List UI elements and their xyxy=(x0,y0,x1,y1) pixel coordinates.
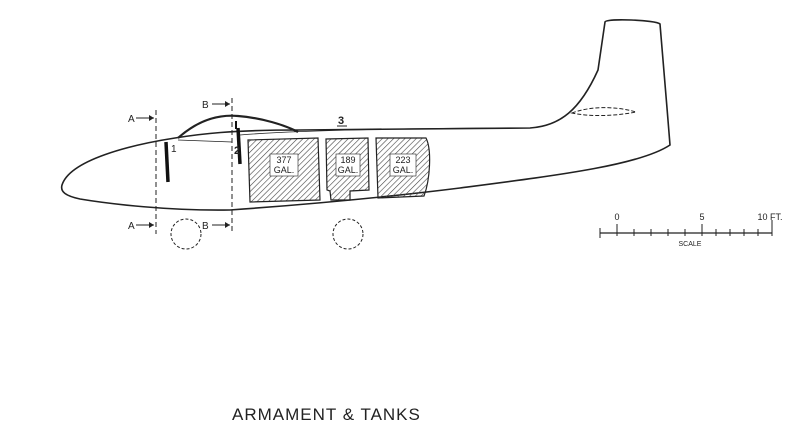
tank-1-unit: GAL. xyxy=(274,165,295,175)
section-arrowhead-b-bottom xyxy=(225,222,230,228)
diagram-caption: ARMAMENT & TANKS xyxy=(232,405,421,424)
canopy-outline xyxy=(177,114,299,139)
station-label-2: 2 xyxy=(234,145,240,157)
section-label-a-bottom: A xyxy=(128,221,135,232)
nose-wheel xyxy=(170,218,202,250)
section-label-a-top: A xyxy=(128,114,135,125)
scale-tick-label-5: 5 xyxy=(699,212,704,222)
fuselage-top-line xyxy=(239,127,531,136)
section-arrowhead-a-top xyxy=(149,115,154,121)
tank-2-unit: GAL. xyxy=(338,165,359,175)
scale-label: SCALE xyxy=(679,241,702,248)
tank-3-qty: 223 xyxy=(395,155,410,165)
section-arrowhead-b-top xyxy=(225,101,230,107)
tank-3-label-box xyxy=(389,153,417,177)
horizontal-stabilizer xyxy=(570,107,637,117)
tank-1-label-box xyxy=(269,153,299,177)
fuselage-outline xyxy=(60,19,671,211)
section-label-b-top: B xyxy=(202,100,209,111)
armor-plate-station-2 xyxy=(236,127,242,165)
tank-2-qty: 189 xyxy=(340,155,355,165)
tank-2-label-box xyxy=(335,153,361,177)
section-arrowhead-a-bottom xyxy=(149,222,154,228)
station-label-1: 1 xyxy=(171,144,177,155)
tank-1-qty: 377 xyxy=(276,155,291,165)
section-label-b-bottom: B xyxy=(202,221,209,232)
station-label-3: 3 xyxy=(338,115,344,127)
main-wheel xyxy=(332,218,364,250)
scale-tick-label-0: 0 xyxy=(614,212,619,222)
scale-tick-label-10: 10 FT. xyxy=(757,212,782,222)
canopy-sill xyxy=(177,139,233,143)
armor-plate-station-1 xyxy=(164,141,170,183)
tank-3-unit: GAL. xyxy=(393,165,414,175)
